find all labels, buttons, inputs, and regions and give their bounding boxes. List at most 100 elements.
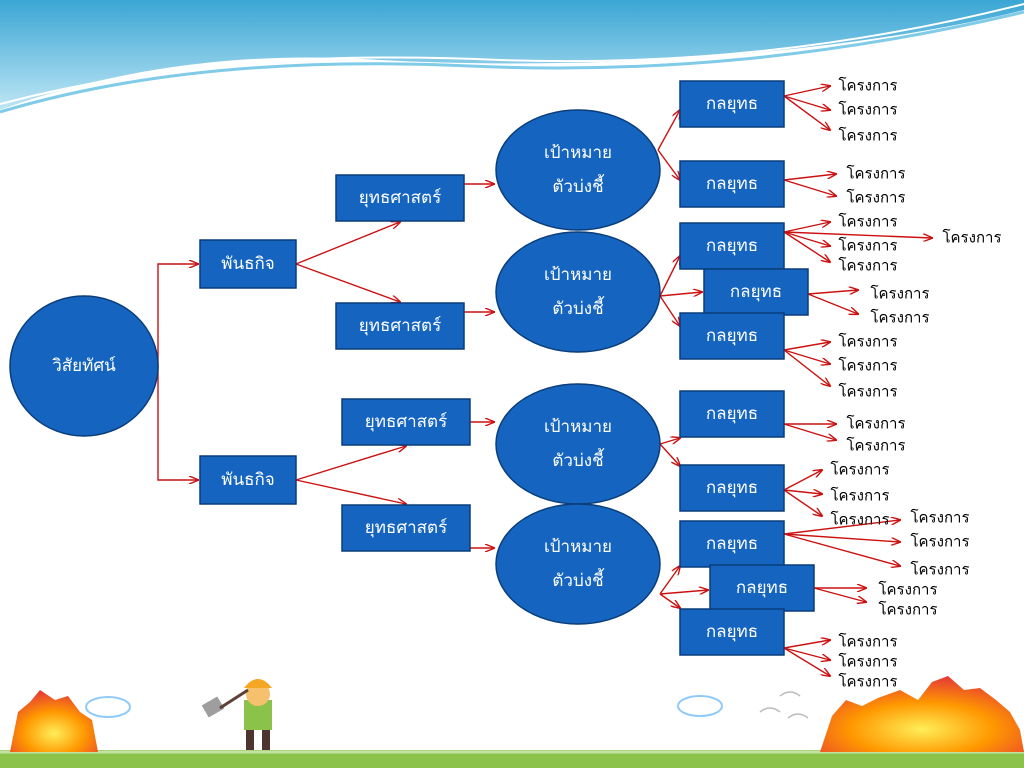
tactic-node-1[interactable]: กลยุทธ	[679, 80, 785, 128]
mission-to-strategy-arrow	[295, 263, 400, 302]
project-label-15: โครงการ	[846, 415, 905, 433]
project-label-1: โครงการ	[838, 77, 897, 95]
mission-node-2-box	[199, 455, 297, 505]
project-label-23: โครงการ	[878, 581, 937, 599]
project-label-21: โครงการ	[910, 533, 969, 551]
project-label-20: โครงการ	[910, 509, 969, 527]
mission-node-2-label: พันธกิจ	[221, 470, 274, 490]
tactic-node-6[interactable]: กลยุทธ	[679, 390, 785, 438]
strategy-node-4[interactable]: ยุทธศาสตร์	[341, 504, 471, 552]
tactic-to-project-arrow	[783, 231, 830, 246]
project-label-25: โครงการ	[838, 633, 897, 651]
goal-node-4-label-1: เป้าหมาย	[544, 537, 612, 557]
connector-arrows	[157, 86, 932, 676]
tactic-node-5-label: กลยุทธ	[706, 326, 758, 346]
goal-to-tactic-arrow	[657, 110, 680, 151]
goal-to-tactic-arrow	[659, 292, 702, 296]
goal-to-tactic-arrow	[659, 295, 680, 326]
tactic-node-10-label: กลยุทธ	[706, 622, 758, 642]
goal-node-1-label-1: เป้าหมาย	[544, 143, 612, 163]
project-label-9: โครงการ	[942, 229, 1001, 247]
vision-to-mission-arrow	[157, 366, 198, 480]
goal-to-tactic-arrow	[659, 256, 680, 297]
fire-bush-left	[10, 690, 98, 752]
mission-to-strategy-arrow	[295, 222, 400, 265]
grass-strip	[0, 750, 1024, 768]
tactic-node-8[interactable]: กลยุทธ	[679, 520, 785, 568]
goal-node-2-shape	[495, 231, 661, 353]
tactic-to-project-arrow	[783, 647, 830, 660]
project-label-2: โครงการ	[838, 101, 897, 119]
mission-node-2[interactable]: พันธกิจ	[199, 455, 297, 505]
tactic-node-5[interactable]: กลยุทธ	[679, 312, 785, 360]
strategy-node-3-label: ยุทธศาสตร์	[365, 412, 447, 432]
project-label-7: โครงการ	[838, 237, 897, 255]
strategy-node-4-label: ยุทธศาสตร์	[365, 518, 447, 538]
goal-to-tactic-arrow	[659, 566, 680, 595]
tactic-node-10[interactable]: กลยุทธ	[679, 608, 785, 656]
tactic-node-3[interactable]: กลยุทธ	[679, 222, 785, 270]
project-label-24: โครงการ	[878, 601, 937, 619]
mission-node-1-label: พันธกิจ	[221, 254, 274, 274]
tactic-node-9-box	[709, 564, 815, 612]
tactic-to-project-arrow	[807, 293, 858, 314]
fire-bush-right	[820, 676, 1024, 752]
tactic-to-project-arrow	[783, 423, 836, 440]
goal-to-tactic-arrow	[659, 590, 708, 594]
tactic-to-project-arrow	[783, 489, 822, 516]
tactic-to-project-arrow	[783, 222, 830, 233]
tactic-to-project-arrow	[783, 86, 830, 97]
strategy-node-1-box	[335, 174, 465, 222]
project-label-12: โครงการ	[838, 333, 897, 351]
goal-to-tactic-arrow	[657, 149, 680, 180]
project-label-6: โครงการ	[838, 213, 897, 231]
strategy-node-2[interactable]: ยุทธศาสตร์	[335, 302, 465, 350]
tactic-node-2[interactable]: กลยุทธ	[679, 160, 785, 208]
goal-to-tactic-arrow	[659, 593, 680, 608]
mission-node-1-box	[199, 239, 297, 289]
goal-node-1-label-2: ตัวบ่งชี้	[552, 174, 604, 197]
mission-node-1[interactable]: พันธกิจ	[199, 239, 297, 289]
tactic-node-4[interactable]: กลยุทธ	[703, 268, 809, 316]
vision-node-shape	[9, 295, 159, 437]
strategy-node-3[interactable]: ยุทธศาสตร์	[341, 398, 471, 446]
tactic-node-4-box	[703, 268, 809, 316]
tactic-node-3-label: กลยุทธ	[706, 236, 758, 256]
tactic-node-1-box	[679, 80, 785, 128]
goal-node-3-shape	[495, 383, 661, 505]
tactic-to-project-arrow	[783, 470, 822, 491]
tactic-to-project-arrow	[783, 95, 830, 130]
tactic-to-project-arrow	[807, 290, 858, 294]
goal-node-4-shape	[495, 503, 661, 625]
tactic-node-5-box	[679, 312, 785, 360]
tactic-node-2-box	[679, 160, 785, 208]
tactic-node-8-box	[679, 520, 785, 568]
tactic-to-project-arrow	[783, 95, 830, 110]
tactic-node-9-label: กลยุทธ	[736, 578, 788, 598]
tactic-to-project-arrow	[783, 520, 900, 535]
tactic-node-7[interactable]: กลยุทธ	[679, 464, 785, 512]
tactic-to-project-arrow	[783, 231, 830, 262]
vision-node[interactable]: วิสัยทัศน์	[9, 295, 159, 437]
sky-banner	[0, 0, 1024, 114]
tactic-node-7-label: กลยุทธ	[706, 478, 758, 498]
strategy-node-1-label: ยุทธศาสตร์	[359, 188, 441, 208]
tactic-to-project-arrow	[783, 349, 830, 386]
strategy-node-1[interactable]: ยุทธศาสตร์	[335, 174, 465, 222]
project-label-14: โครงการ	[838, 383, 897, 401]
project-label-11: โครงการ	[870, 309, 929, 327]
project-label-5: โครงการ	[846, 189, 905, 207]
tactic-to-project-arrow	[783, 179, 836, 196]
tactic-to-project-arrow	[783, 342, 830, 351]
vision-to-mission-arrow	[157, 264, 198, 366]
tactic-node-7-box	[679, 464, 785, 512]
project-labels: โครงการโครงการโครงการโครงการโครงการโครงก…	[830, 77, 1001, 691]
project-label-22: โครงการ	[910, 561, 969, 579]
vision-node-label: วิสัยทัศน์	[52, 356, 116, 376]
tactic-node-9[interactable]: กลยุทธ	[709, 564, 815, 612]
